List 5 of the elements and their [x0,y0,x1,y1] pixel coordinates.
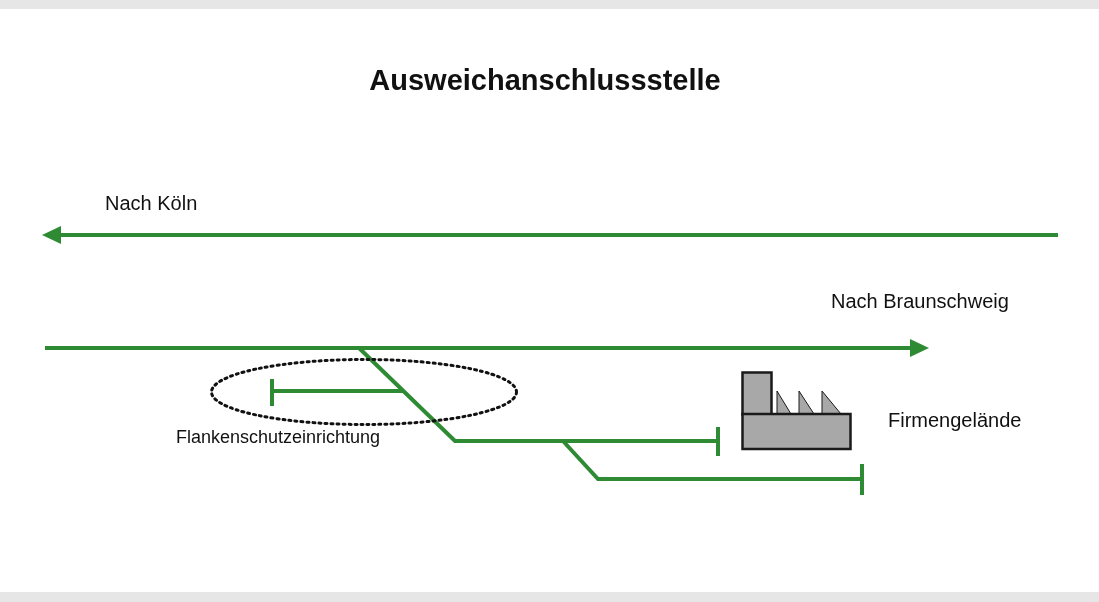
destination-label: Nach Köln [105,192,198,215]
diagram-title: Ausweichanschlussstelle [369,64,721,98]
destination-label: Nach Braunschweig [831,290,1009,313]
site-label: Firmengelände [888,409,1022,432]
zone-caption: Flankenschutzeinrichtung [176,427,381,448]
